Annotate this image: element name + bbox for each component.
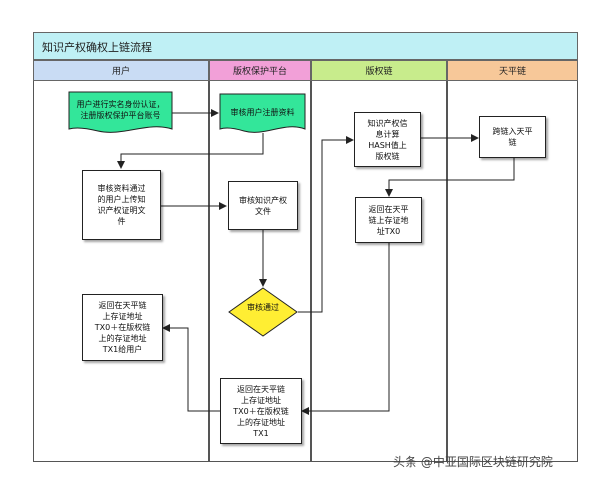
lane-user <box>33 81 209 462</box>
process-review-ip-doc: 审核知识产权 文件 <box>228 181 298 230</box>
decision-text: 审核通过 <box>247 303 279 312</box>
diamond-shape <box>228 287 298 337</box>
text-line: 审核用户注册资料 <box>230 108 295 117</box>
text-line: 件 <box>117 217 126 226</box>
doc-user-register-text: 用户进行实名身份认证， 注册版权保护平台账号 <box>68 99 173 121</box>
text-line: 版权链 <box>375 151 400 161</box>
text-line: 跨链入天平 <box>492 127 533 136</box>
lane-tianping-chain <box>447 81 578 462</box>
text-line: 上存证地址 <box>102 312 143 321</box>
text-line: TX0＋在版权链 <box>233 406 289 416</box>
lane-platform <box>209 81 311 462</box>
arrow-platform-to-user <box>162 324 220 412</box>
doc-review-registration: 审核用户注册资料 <box>219 93 306 137</box>
lane-header-platform: 版权保护平台 <box>209 60 311 81</box>
text-line: 用户进行实名身份认证， <box>76 100 165 109</box>
text-line: 上的存证地址 <box>98 334 147 343</box>
text-line: 址TX0 <box>376 226 401 236</box>
decision-review-passed: 审核通过 <box>228 287 298 337</box>
process-cross-chain: 跨链入天平 链 <box>479 116 546 158</box>
document-shape <box>68 91 173 133</box>
text-line: 文件 <box>255 206 271 216</box>
process-return-user: 返回在天平链 上存证地址 TX0＋在版权链 上的存证地址 TX1给用户 <box>82 294 163 361</box>
text-line: 上存证地址 <box>241 395 281 405</box>
lane-header-user: 用户 <box>33 60 209 81</box>
doc-review-registration-text: 审核用户注册资料 <box>219 107 306 118</box>
lane-copyright-chain <box>311 81 447 462</box>
arrow-tx0-to-platform <box>301 243 390 415</box>
text-line: HASH值上 <box>368 140 407 150</box>
text-line: 上的存证地址 <box>237 417 285 427</box>
watermark: 头条 @中亚国际区块链研究院 <box>393 455 553 469</box>
process-return-platform: 返回在天平链 上存证地址 TX0＋在版权链 上的存证地址 TX1 <box>220 378 302 444</box>
process-upload-proof: 审核资料通过 的用户上传知 识产权证明文 件 <box>82 170 161 240</box>
lane-header-copyright-chain: 版权链 <box>311 60 447 81</box>
text-line: TX1给用户 <box>102 345 143 354</box>
text-line: 返回在天平 <box>368 204 409 214</box>
lane-header-tianping-chain: 天平链 <box>447 60 578 81</box>
text-line: 审核知识产权 <box>239 195 287 205</box>
text-line: 识产权证明文 <box>97 206 146 215</box>
doc-user-register: 用户进行实名身份认证， 注册版权保护平台账号 <box>68 91 173 137</box>
text-line: TX1 <box>253 428 269 438</box>
diagram-title: 知识产权确权上链流程 <box>42 41 152 54</box>
arrow-decision-to-hash <box>298 136 354 313</box>
text-line: 审核资料通过 <box>97 184 146 193</box>
arrow-review-to-upload <box>117 133 264 169</box>
text-line: 链 <box>508 138 517 147</box>
process-compute-hash: 知识产权信 息计算 HASH值上 版权链 <box>354 112 421 167</box>
text-line: 返回在天平链 <box>237 384 285 394</box>
diagram-title-bar: 知识产权确权上链流程 <box>33 32 578 60</box>
text-line: 知识产权信 <box>367 118 408 128</box>
text-line: TX0＋在版权链 <box>94 323 151 332</box>
process-return-tx0: 返回在天平 链上存证地 址TX0 <box>355 197 422 243</box>
text-line: 注册版权保护平台账号 <box>80 111 161 120</box>
text-line: 返回在天平链 <box>98 301 147 310</box>
document-shape <box>219 93 306 133</box>
text-line: 的用户上传知 <box>97 195 146 204</box>
text-line: 链上存证地 <box>368 215 409 225</box>
arrow-crosschain-to-tx0 <box>385 158 515 197</box>
text-line: 息计算 <box>375 129 400 139</box>
